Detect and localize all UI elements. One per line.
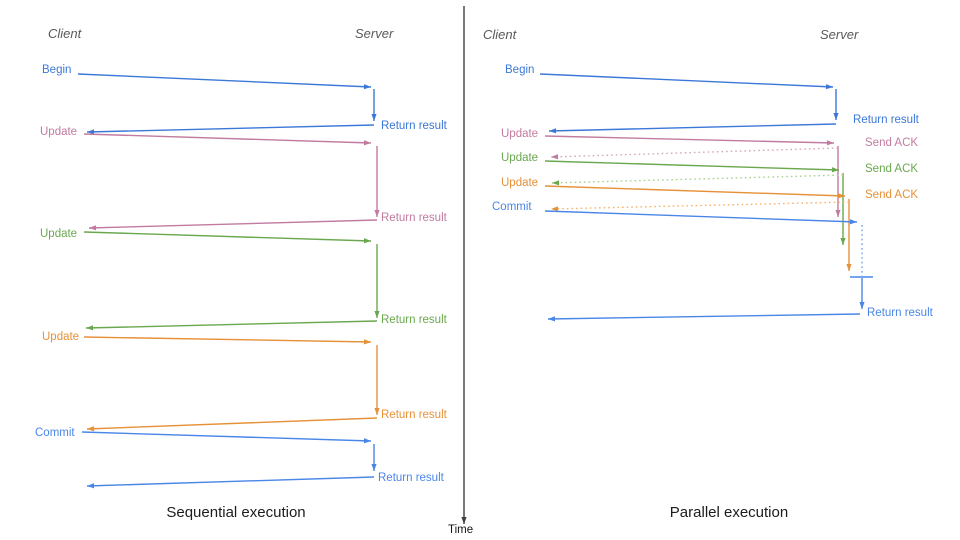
- time-axis-arrowhead: [461, 517, 467, 524]
- update3-exec-line-arrowhead: [846, 264, 852, 271]
- update2-return-line: [85, 320, 378, 329]
- begin-request-line-arrowhead: [363, 84, 371, 90]
- update1-ack-line-arrowhead: [551, 154, 559, 160]
- commit-request-line-arrowhead: [849, 219, 857, 225]
- commit-request-line: [81, 431, 372, 442]
- begin-return-line: [86, 124, 375, 133]
- update1-exec-line-arrowhead: [374, 210, 380, 217]
- update1-ack-line: [550, 147, 839, 158]
- update2-request-line: [83, 231, 372, 242]
- client-header: Client: [483, 27, 517, 42]
- begin-label: Begin: [42, 64, 72, 76]
- commit-exec-line-arrowhead: [371, 464, 377, 471]
- return-result-label: Return result: [381, 212, 447, 224]
- return-result-label: Return result: [381, 314, 447, 326]
- update1-request-line: [83, 133, 372, 144]
- commit-label: Commit: [35, 427, 75, 439]
- update1-request-line-arrowhead: [363, 140, 371, 146]
- update2-exec-line-arrowhead: [374, 311, 380, 318]
- send-ack-label: Send ACK: [865, 163, 919, 175]
- return-result-label: Return result: [853, 114, 919, 126]
- update1-return-line: [88, 219, 378, 229]
- send-ack-label: Send ACK: [865, 137, 919, 149]
- update2-return-line-arrowhead: [86, 325, 94, 331]
- begin-return-line-arrowhead: [87, 129, 95, 135]
- update1-label: Update: [501, 128, 539, 140]
- commit-request-line: [544, 210, 858, 223]
- update1-return-line-arrowhead: [89, 225, 97, 231]
- update1-exec-line-arrowhead: [835, 210, 841, 217]
- begin-request-line-arrowhead: [825, 84, 833, 90]
- sequential-title: Sequential execution: [166, 504, 306, 521]
- server-header: Server: [820, 27, 859, 42]
- update1-label: Update: [40, 126, 78, 138]
- commit-return-line: [547, 313, 861, 320]
- update3-label: Update: [501, 177, 539, 189]
- return-result-label: Return result: [381, 409, 447, 421]
- commit-return-line-arrowhead: [87, 483, 95, 489]
- commit-request-line-arrowhead: [363, 438, 371, 444]
- parallel-title: Parallel execution: [669, 504, 789, 521]
- update3-ack-line: [550, 201, 850, 210]
- update2-label: Update: [40, 228, 78, 240]
- update3-request-line-arrowhead: [363, 339, 371, 345]
- update3-return-line: [86, 417, 378, 430]
- update3-ack-line-arrowhead: [551, 206, 559, 212]
- update3-exec-line-arrowhead: [374, 408, 380, 415]
- return-result-label: Return result: [381, 120, 447, 132]
- begin-request-line: [77, 73, 372, 88]
- begin-exec-line-arrowhead: [371, 114, 377, 121]
- client-header: Client: [48, 26, 82, 41]
- update2-request-line-arrowhead: [831, 167, 839, 173]
- return-result-label: Return result: [378, 472, 444, 484]
- update3-request-line: [544, 185, 846, 197]
- update1-request-line-arrowhead: [826, 140, 834, 146]
- update2-exec-line-arrowhead: [840, 238, 846, 245]
- begin-return-line: [548, 123, 837, 132]
- begin-label: Begin: [505, 64, 535, 76]
- return-result-label: Return result: [867, 307, 933, 319]
- time-axis-label: Time: [448, 524, 474, 536]
- update3-label: Update: [42, 331, 80, 343]
- update2-request-line: [544, 160, 840, 171]
- update2-ack-line-arrowhead: [552, 180, 560, 186]
- commit-exec-line-arrowhead: [859, 302, 865, 309]
- update2-request-line-arrowhead: [363, 238, 371, 244]
- update2-label: Update: [501, 152, 539, 164]
- begin-return-line-arrowhead: [549, 128, 557, 134]
- update2-ack-line: [551, 174, 844, 184]
- commit-return-line-arrowhead: [548, 316, 556, 322]
- send-ack-label: Send ACK: [865, 189, 919, 201]
- commit-return-line: [86, 476, 375, 487]
- update1-request-line: [544, 135, 835, 144]
- begin-request-line: [539, 73, 834, 88]
- commit-label: Commit: [492, 201, 532, 213]
- update3-request-line-arrowhead: [837, 193, 845, 199]
- update3-request-line: [83, 336, 372, 343]
- begin-exec-line-arrowhead: [833, 113, 839, 120]
- server-header: Server: [355, 26, 394, 41]
- update3-return-line-arrowhead: [87, 426, 95, 432]
